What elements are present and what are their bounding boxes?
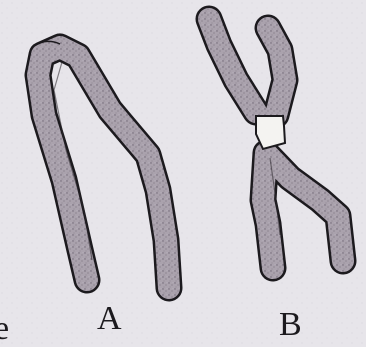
label-chromosome-b: B bbox=[279, 308, 302, 342]
label-chromosome-a: A bbox=[97, 302, 122, 336]
chromosome-b-centromere bbox=[256, 116, 285, 149]
label-edge-fragment: e bbox=[0, 312, 9, 346]
